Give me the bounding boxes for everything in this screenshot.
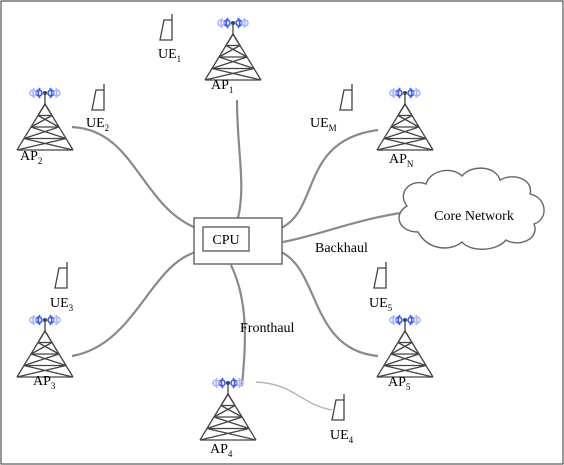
- ap3-label: AP3: [33, 374, 56, 391]
- user-equipment-ue1: [159, 14, 173, 41]
- radio-wave-icon: [29, 314, 61, 326]
- access-point-ap5: [376, 314, 434, 378]
- apn-label: APN: [389, 152, 414, 169]
- access-point-ap2: [16, 87, 74, 151]
- ue1-label: UE1: [158, 47, 181, 64]
- fronthaul-label: Fronthaul: [240, 321, 295, 336]
- antenna-tower-icon: [16, 318, 74, 378]
- radio-wave-icon: [29, 87, 61, 99]
- user-equipment-ue2: [91, 84, 105, 111]
- ap5-label: AP5: [388, 375, 411, 392]
- mobile-phone-icon: [54, 262, 68, 289]
- mobile-phone-icon: [339, 84, 353, 111]
- antenna-tower-icon: [199, 381, 257, 441]
- uem-label: UEM: [310, 116, 337, 133]
- backhaul-link: [282, 210, 409, 244]
- radio-wave-icon: [389, 314, 421, 326]
- mobile-phone-icon: [373, 262, 387, 289]
- backhaul-label: Backhaul: [315, 241, 368, 256]
- antenna-tower-icon: [16, 91, 74, 151]
- user-equipment-ue3: [54, 262, 68, 289]
- ap2-label: AP2: [20, 149, 42, 166]
- antenna-tower-icon: [376, 91, 434, 151]
- mobile-phone-icon: [91, 84, 105, 111]
- core-network-label: Core Network: [434, 209, 514, 224]
- user-equipment-ue4: [331, 394, 345, 421]
- ue3-label: UE3: [50, 296, 74, 313]
- ap1-label: AP1: [211, 78, 233, 95]
- core-network-cloud: Core Network: [398, 167, 545, 250]
- radio-wave-icon: [217, 17, 249, 29]
- ue4-label: UE4: [330, 428, 354, 445]
- access-point-ap4: [199, 377, 257, 441]
- ue2-label: UE2: [86, 116, 109, 133]
- access-point-apn: [376, 87, 434, 151]
- user-equipment-uem: [339, 84, 353, 111]
- ap4-label: AP4: [210, 442, 233, 459]
- radio-wave-icon: [389, 87, 421, 99]
- access-point-ap1: [204, 17, 262, 81]
- access-point-ap3: [16, 314, 74, 378]
- antenna-tower-icon: [204, 21, 262, 81]
- mobile-phone-icon: [159, 14, 173, 41]
- fronthaul-links: [71, 99, 379, 387]
- cpu-node: CPU: [193, 217, 283, 265]
- antenna-tower-icon: [376, 318, 434, 378]
- user-equipment-ue5: [373, 262, 387, 289]
- radio-wave-icon: [212, 377, 244, 389]
- mobile-phone-icon: [331, 394, 345, 421]
- wireless-link-ap4-ue4: [255, 381, 333, 411]
- ue5-label: UE5: [369, 296, 393, 313]
- cpu-label: CPU: [212, 233, 239, 248]
